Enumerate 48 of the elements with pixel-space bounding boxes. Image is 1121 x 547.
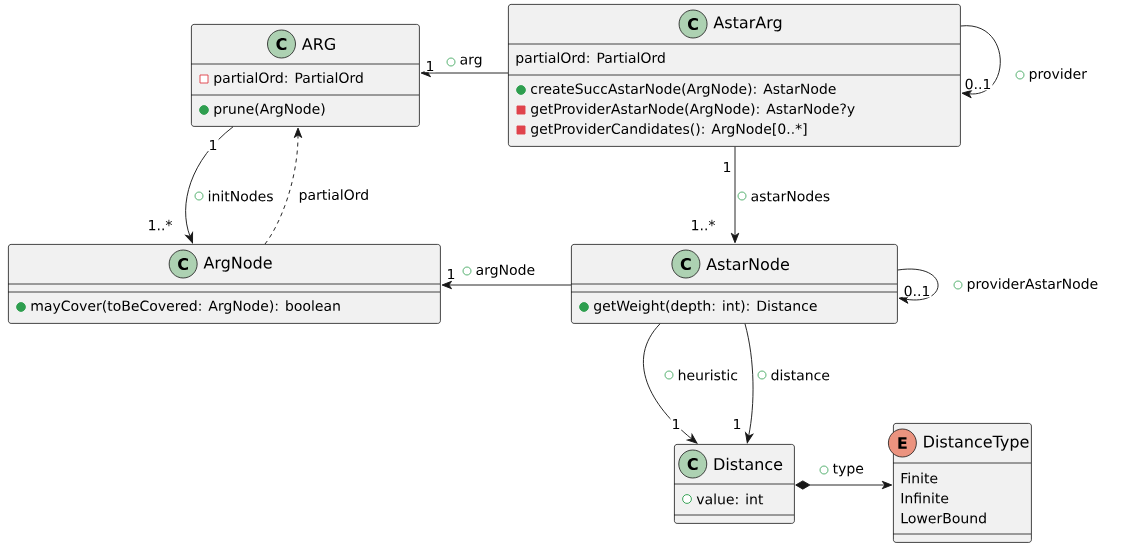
edge-label: partialOrd: [297, 187, 371, 205]
multiplicity-label: 1: [721, 160, 733, 174]
class-name: DistanceType: [924, 435, 1029, 451]
edge-label: type: [831, 462, 866, 478]
member-text: LowerBound: [901, 512, 986, 524]
member-text: partialOrd: PartialOrd: [214, 72, 363, 86]
association-arrow: [795, 480, 893, 490]
member-text: partialOrd: PartialOrd: [516, 52, 665, 66]
class-name: ARG: [301, 37, 335, 51]
member-text: getWeight(depth: int): Distance: [594, 300, 817, 314]
multiplicity-label: 1: [445, 267, 457, 281]
class-name: Distance: [714, 457, 783, 471]
association-arrow: [185, 126, 234, 244]
edge-label: astarNodes: [749, 189, 832, 203]
association-arrow: [441, 280, 572, 290]
edge-label: argNode: [474, 262, 537, 280]
multiplicity-label: 0..1: [902, 284, 932, 298]
multiplicity-label: 1..*: [146, 218, 174, 232]
edge-label: providerAstarNode: [965, 276, 1100, 294]
multiplicity-label: 0..1: [963, 77, 993, 91]
class-name: AstarArg: [713, 16, 782, 32]
multiplicity-label: 1..*: [689, 218, 717, 232]
member-text: createSuccAstarNode(ArgNode): AstarNode: [531, 83, 836, 97]
edge-label: initNodes: [206, 189, 275, 203]
member-text: Infinite: [901, 492, 949, 504]
edge-label: heuristic: [676, 368, 740, 382]
class-name: AstarNode: [706, 257, 789, 271]
association-arrow: [420, 68, 509, 78]
multiplicity-label: 1: [670, 417, 682, 431]
multiplicity-label: 1: [731, 417, 743, 431]
association-arrow: [960, 25, 1001, 99]
member-text: value: int: [696, 493, 764, 505]
edge-label: distance: [769, 368, 832, 382]
class-name: ArgNode: [203, 256, 272, 272]
association-arrow: [642, 323, 698, 444]
member-text: Finite: [901, 472, 938, 484]
association-arrow: [744, 323, 754, 444]
association-arrow: [730, 146, 740, 244]
multiplicity-label: 1: [424, 59, 436, 73]
association-arrow: [897, 268, 939, 304]
member-text: getProviderCandidates(): ArgNode[0..*]: [531, 123, 807, 137]
member-text: prune(ArgNode): [214, 103, 325, 117]
member-text: mayCover(toBeCovered: ArgNode): boolean: [31, 300, 340, 314]
member-text: getProviderAstarNode(ArgNode): AstarNode?y: [531, 103, 855, 117]
association-arrow: [264, 127, 303, 245]
multiplicity-label: 1: [207, 138, 219, 152]
edge-label: provider: [1027, 66, 1089, 84]
edge-label: arg: [458, 55, 484, 69]
